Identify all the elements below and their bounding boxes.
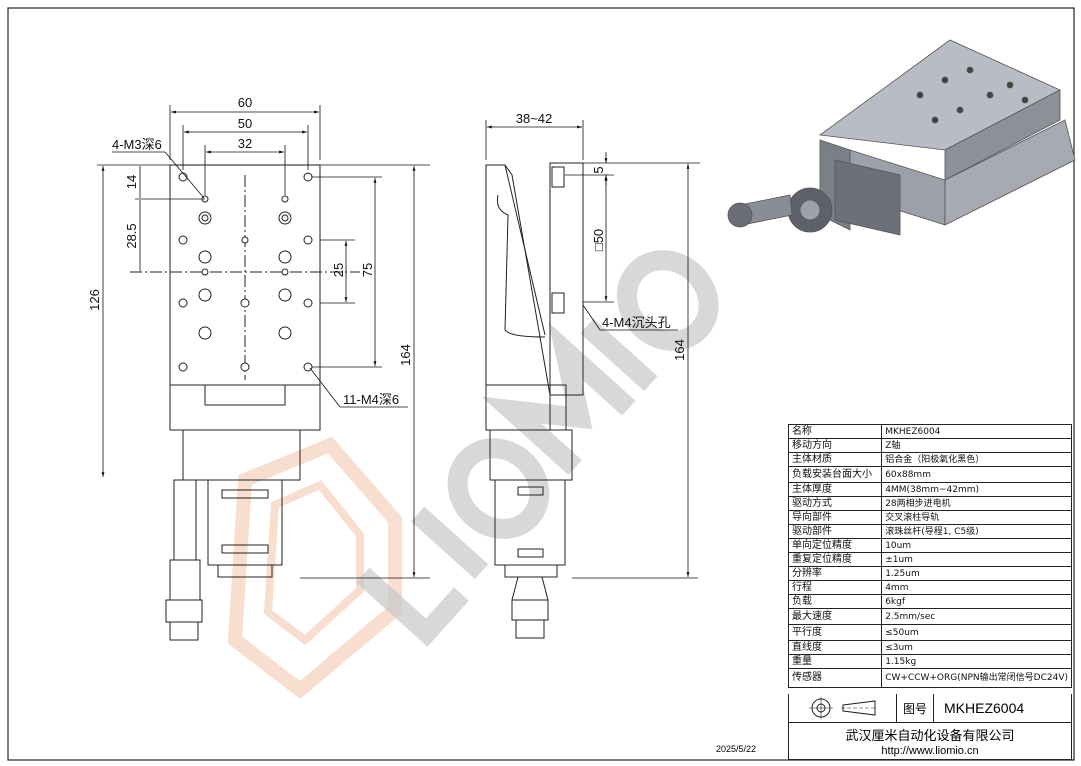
spec-value: 2.5mm/sec [881, 608, 1072, 625]
spec-value: 4mm [881, 580, 1072, 595]
dim-5: 5 [591, 166, 606, 173]
first-angle-cone-icon [840, 700, 877, 716]
drawing-date: 2025/5/22 [716, 744, 757, 754]
projection-symbol [789, 694, 897, 722]
front-view-dim-labels: 60 50 32 14 28.5 25 75 126 164 4-M3深6 11… [87, 95, 413, 407]
drawing-number: MKHEZ6004 [944, 700, 1025, 716]
spec-value: 铝合金（阳极氧化黑色） [881, 452, 1072, 467]
isometric-render [727, 39, 1076, 236]
spec-value: ≤50um [881, 624, 1072, 641]
spec-value: 28两相步进电机 [881, 496, 1072, 511]
front-view [130, 164, 360, 641]
spec-value: 1.25um [881, 566, 1072, 581]
dim-126: 126 [87, 289, 102, 311]
company-url: http://www.liomio.cn [881, 745, 979, 757]
dim-25: 25 [331, 263, 346, 277]
spec-value: 4MM(38mm~42mm) [881, 482, 1072, 497]
spec-label: 单向定位精度 [787, 538, 883, 553]
spec-label: 移动方向 [787, 438, 883, 453]
spec-row: 平行度≤50um [787, 624, 1072, 641]
spec-label: 负载安装台面大小 [787, 466, 883, 483]
spec-row: 重复定位精度±1um [787, 552, 1072, 567]
spec-label: 传感器 [787, 668, 883, 688]
side-view-dim-labels: 38~42 5 □50 4-M4沉头孔 164 [516, 111, 687, 361]
spec-label: 最大速度 [787, 608, 883, 625]
spec-label: 行程 [787, 580, 883, 595]
spec-label: 直线度 [787, 640, 883, 655]
dim-38-42: 38~42 [516, 111, 553, 126]
spec-value: 60x88mm [881, 466, 1072, 483]
spec-value: 交叉滚柱导轨 [881, 510, 1072, 525]
spec-value: Z轴 [881, 438, 1072, 453]
spec-label: 分辨率 [787, 566, 883, 581]
logo-watermark [227, 436, 402, 699]
spec-value: 6kgf [881, 594, 1072, 609]
liomio-watermark [356, 250, 719, 647]
spec-label: 导向部件 [787, 510, 883, 525]
spec-label: 负载 [787, 594, 883, 609]
spec-label: 重量 [787, 654, 883, 669]
spec-label: 主体材质 [787, 452, 883, 467]
spec-value: CW+CCW+ORG(NPN输出常闭信号DC24V) [881, 668, 1072, 688]
spec-row: 直线度≤3um [787, 640, 1072, 655]
spec-row: 驱动部件滚珠丝杆(导程1, C5级) [787, 524, 1072, 539]
title-block: 图号 MKHEZ6004 武汉厘米自动化设备有限公司 http://www.li… [788, 694, 1072, 760]
dim-50-square: □50 [591, 229, 606, 251]
front-view-dimensions [97, 105, 430, 579]
dim-60: 60 [238, 95, 252, 110]
spec-row: 主体材质铝合金（阳极氧化黑色） [787, 452, 1072, 467]
dim-50: 50 [238, 116, 252, 131]
spec-value: 滚珠丝杆(导程1, C5级) [881, 524, 1072, 539]
callout-m3: 4-M3深6 [112, 137, 162, 152]
spec-value: 10um [881, 538, 1072, 553]
spec-value: 1.15kg [881, 654, 1072, 669]
dim-164-front: 164 [398, 344, 413, 366]
spec-label: 重复定位精度 [787, 552, 883, 567]
spec-value: ≤3um [881, 640, 1072, 655]
spec-label: 主体厚度 [787, 482, 883, 497]
dim-14: 14 [124, 175, 139, 189]
sheet-border [7, 7, 1075, 761]
company-name: 武汉厘米自动化设备有限公司 [845, 729, 1015, 744]
callout-m4: 11-M4深6 [343, 392, 399, 407]
dim-28-5: 28.5 [124, 223, 139, 248]
side-view [485, 162, 584, 639]
spec-label: 名称 [787, 424, 883, 439]
spec-label: 驱动方式 [787, 496, 883, 511]
dim-32: 32 [238, 136, 252, 151]
callout-m4-counterbore: 4-M4沉头孔 [602, 315, 671, 330]
spec-value: ±1um [881, 552, 1072, 567]
drawing-number-label: 图号 [897, 694, 934, 722]
spec-row: 导向部件交叉滚柱导轨 [787, 510, 1072, 525]
dim-164-side: 164 [672, 339, 687, 361]
spec-value: MKHEZ6004 [881, 424, 1072, 439]
first-angle-circle-icon [808, 697, 833, 719]
spec-label: 驱动部件 [787, 524, 883, 539]
spec-label: 平行度 [787, 624, 883, 641]
side-view-dimensions [485, 120, 700, 579]
dim-75: 75 [360, 263, 375, 277]
